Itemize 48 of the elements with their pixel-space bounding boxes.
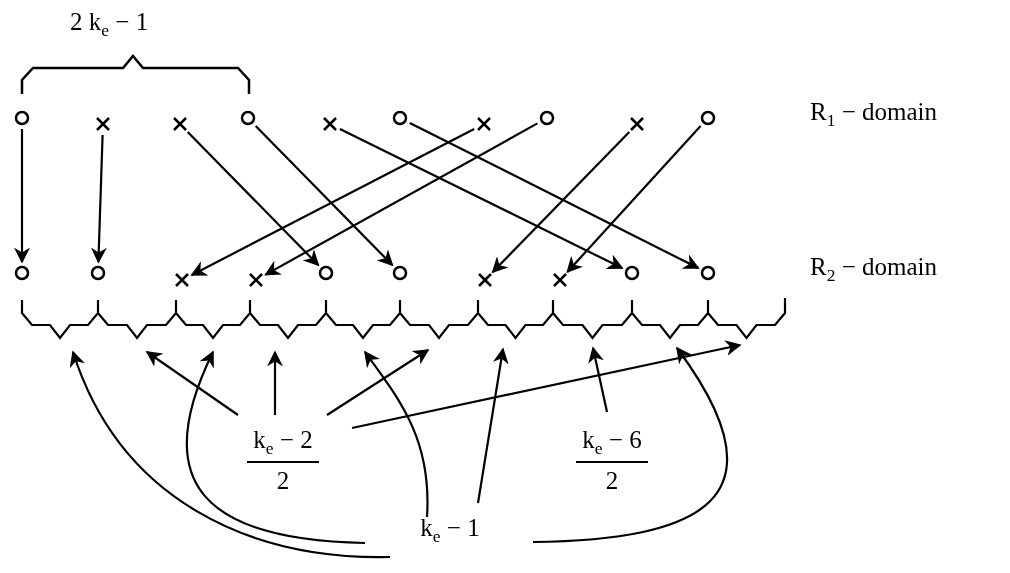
arrow — [532, 346, 728, 544]
cross-symbol — [174, 272, 190, 288]
arrow — [588, 346, 609, 413]
domain-label: R$_{2}$ − domain — [810, 253, 938, 287]
cross-symbol — [477, 272, 493, 288]
arrow — [185, 350, 366, 545]
circle-symbol — [624, 265, 640, 281]
circle-symbol — [318, 265, 334, 281]
circle-symbol — [392, 110, 408, 126]
cross-symbol — [95, 116, 111, 132]
arrow — [90, 134, 107, 264]
cross-symbol — [322, 116, 338, 132]
arrow — [264, 122, 538, 276]
arrow — [267, 350, 283, 415]
cross-symbol — [172, 116, 188, 132]
arrow — [254, 125, 394, 267]
fraction-numerator: k$_{e}$ − 2 — [247, 426, 319, 464]
cross-symbol — [552, 272, 568, 288]
arrow — [190, 128, 475, 276]
arrow — [566, 125, 702, 274]
circle-symbol — [90, 265, 106, 281]
arrow — [186, 131, 320, 267]
arrow — [409, 121, 700, 270]
circle-symbol — [700, 265, 716, 281]
cross-symbol — [248, 272, 264, 288]
fraction-numerator: k$_{e}$ − 6 — [576, 426, 648, 464]
arrow — [491, 131, 631, 274]
domain-label: R$_{1}$ − domain — [810, 98, 938, 132]
circle-symbol — [392, 265, 408, 281]
arrow — [326, 349, 430, 416]
fraction-denominator: 2 — [604, 466, 620, 496]
math-expression: k$_{e}$ − 1 — [420, 514, 480, 548]
arrow — [364, 350, 429, 518]
arrow — [351, 340, 742, 430]
circle-symbol — [700, 110, 716, 126]
arrow — [14, 129, 30, 264]
brace-label: 2 k$_{e}$ − 1 — [70, 8, 149, 42]
arrow — [339, 127, 624, 270]
circle-symbol — [14, 110, 30, 126]
fraction-denominator: 2 — [275, 466, 291, 496]
cross-symbol — [629, 116, 645, 132]
arrow — [476, 347, 509, 504]
arrow — [145, 351, 239, 416]
arrow — [70, 350, 390, 559]
circle-symbol — [14, 265, 30, 281]
circle-symbol — [539, 110, 555, 126]
circle-symbol — [240, 110, 256, 126]
cross-symbol — [476, 116, 492, 132]
